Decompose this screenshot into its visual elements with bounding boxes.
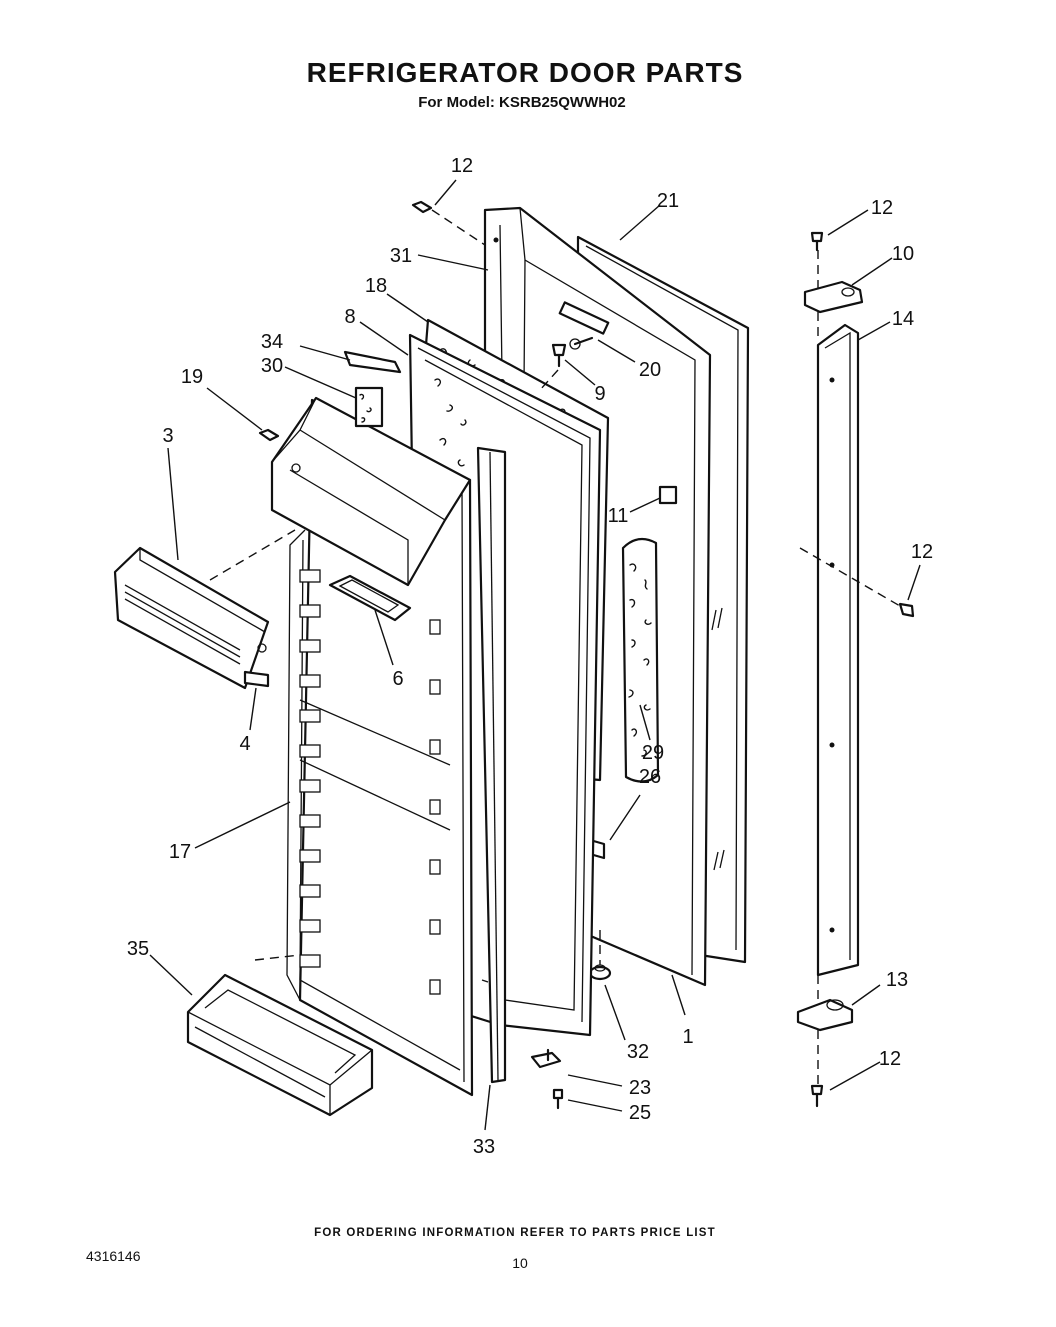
part-25-screw — [552, 1088, 564, 1110]
screw-12-top-left — [411, 200, 433, 214]
callout-25: 25 — [629, 1102, 651, 1124]
part-14-hinge-rail — [816, 323, 860, 977]
callout-35: 35 — [127, 938, 149, 960]
callout-17: 17 — [169, 841, 191, 863]
callout-30: 30 — [261, 355, 283, 377]
callout-12: 12 — [451, 155, 473, 177]
part-17-door-liner — [286, 398, 474, 1097]
part-4-clip — [243, 670, 270, 688]
callouts: 12 21 12 10 31 14 18 8 34 20 30 9 19 3 1… — [127, 155, 933, 1158]
part-32-cap — [588, 964, 612, 981]
part-9-screw — [551, 343, 567, 368]
callout-19: 19 — [181, 366, 203, 388]
callout-34: 34 — [261, 331, 283, 353]
page-title: REFRIGERATOR DOOR PARTS — [307, 57, 744, 88]
callout-9: 9 — [594, 383, 605, 405]
callout-33: 33 — [473, 1136, 495, 1158]
liner-ribs — [299, 569, 441, 995]
part-35-bin — [186, 973, 374, 1117]
callout-8: 8 — [344, 306, 355, 328]
callout-20: 20 — [639, 359, 661, 381]
callout-26: 26 — [639, 766, 661, 788]
callout-11: 11 — [608, 505, 629, 527]
screw-19 — [258, 428, 280, 442]
part-30-foam-pad — [354, 386, 384, 428]
ordering-note: FOR ORDERING INFORMATION REFER TO PARTS … — [314, 1227, 716, 1239]
screw-12-bottom-right — [810, 1084, 824, 1108]
part-11-clip — [658, 485, 678, 505]
callout-1: 1 — [682, 1026, 693, 1048]
page-number: 10 — [512, 1255, 528, 1271]
screw-12-top-right — [810, 231, 824, 252]
part-33-trim-strip — [476, 446, 507, 1084]
callout-12: 12 — [911, 541, 933, 563]
callout-32: 32 — [627, 1041, 649, 1063]
part-3-cover — [113, 546, 270, 690]
callout-4: 4 — [239, 733, 250, 755]
assembly-lines — [209, 209, 901, 1086]
screw-12-mid-right — [898, 602, 915, 618]
callout-13: 13 — [886, 969, 908, 991]
callout-3: 3 — [162, 425, 173, 447]
part-29-foam-block — [621, 537, 660, 783]
part-20-bracket — [558, 301, 610, 350]
callout-6: 6 — [392, 668, 403, 690]
callout-18: 18 — [365, 275, 387, 297]
part-23-bracket — [530, 1048, 562, 1069]
part-34-strip — [343, 350, 402, 374]
part-10-top-hinge — [803, 280, 864, 314]
callout-14: 14 — [892, 308, 914, 330]
part-30-housing — [270, 396, 472, 587]
callout-12: 12 — [871, 197, 893, 219]
part-13-bottom-hinge — [796, 998, 854, 1032]
callout-21: 21 — [657, 190, 679, 212]
part-6-tray — [328, 574, 412, 622]
callout-29: 29 — [642, 742, 664, 764]
callout-31: 31 — [390, 245, 412, 267]
document-number: 4316146 — [86, 1248, 141, 1264]
callout-23: 23 — [629, 1077, 651, 1099]
callout-12: 12 — [879, 1048, 901, 1070]
leader-lines — [149, 179, 921, 1131]
callout-10: 10 — [892, 243, 914, 265]
model-subtitle: For Model: KSRB25QWWH02 — [418, 94, 626, 111]
